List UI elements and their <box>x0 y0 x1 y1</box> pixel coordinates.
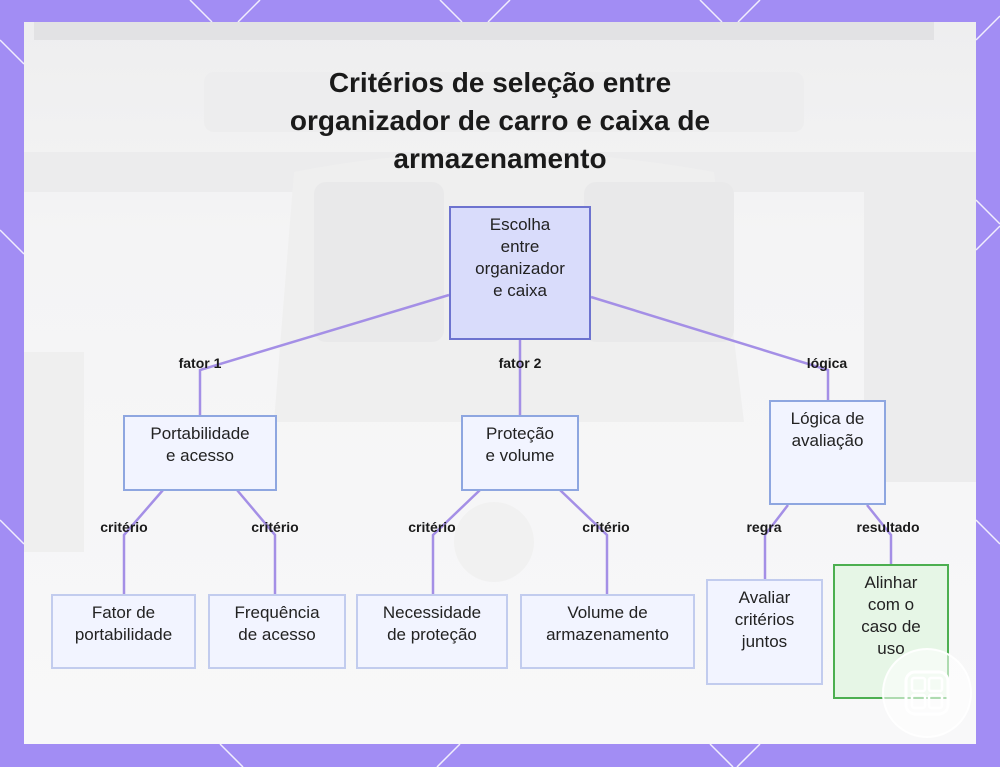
watermark-logo-icon <box>882 648 972 738</box>
node-text: Proteção <box>485 424 555 443</box>
node-storage-volume: Volume de armazenamento <box>520 594 695 669</box>
diagram-title: Critérios de seleção entre organizador d… <box>200 64 800 178</box>
node-text: Necessidade <box>382 603 482 622</box>
edge-portability-factor <box>122 489 164 594</box>
title-line: armazenamento <box>393 143 607 174</box>
node-text: armazenamento <box>546 625 669 644</box>
node-text: Volume de <box>567 603 648 622</box>
edge-root-logic <box>590 295 830 400</box>
node-text: uso <box>877 639 905 658</box>
node-text: e acesso <box>165 446 235 465</box>
edge-label-criterio: critério <box>251 519 299 535</box>
node-text: Lógica de <box>790 409 865 428</box>
title-line: Critérios de seleção entre <box>328 67 672 98</box>
edge-root-portability <box>198 293 450 415</box>
node-root-choice: Escolha entre organizador e caixa <box>449 206 591 340</box>
node-text: caso de <box>861 617 921 636</box>
edge-label-criterio: critério <box>408 519 456 535</box>
node-text: Portabilidade <box>150 424 250 443</box>
edge-label-resultado: resultado <box>856 519 920 535</box>
node-portability-access: Portabilidade e acesso <box>123 415 277 491</box>
node-text: avaliação <box>791 431 864 450</box>
node-text: portabilidade <box>74 625 173 644</box>
edge-label-logica: lógica <box>806 355 848 371</box>
node-text: organizador <box>475 259 565 278</box>
edge-label-regra: regra <box>746 519 782 535</box>
edge-logic-align <box>866 504 893 564</box>
node-text: Escolha <box>489 215 551 234</box>
node-text: e volume <box>485 446 555 465</box>
node-protection-need: Necessidade de proteção <box>356 594 508 669</box>
node-text: e caixa <box>493 281 547 300</box>
node-text: juntos <box>741 632 788 651</box>
edge-portability-frequency <box>236 489 277 594</box>
edge-label-fator2: fator 2 <box>498 355 542 371</box>
node-protection-volume: Proteção e volume <box>461 415 579 491</box>
node-evaluation-logic: Lógica de avaliação <box>769 400 886 505</box>
edge-protection-volume <box>559 489 609 594</box>
node-text: Avaliar <box>738 588 791 607</box>
node-text: com o <box>867 595 915 614</box>
node-text: Fator de <box>91 603 156 622</box>
edge-label-criterio: critério <box>100 519 148 535</box>
node-evaluate-together: Avaliar critérios juntos <box>706 579 823 685</box>
node-portability-factor: Fator de portabilidade <box>51 594 196 669</box>
node-text: de acesso <box>238 625 316 644</box>
edge-label-criterio: critério <box>582 519 630 535</box>
grid-logo-icon <box>904 670 950 716</box>
node-text: entre <box>500 237 540 256</box>
node-access-frequency: Frequência de acesso <box>208 594 346 669</box>
edge-label-fator1: fator 1 <box>178 355 222 371</box>
title-line: organizador de carro e caixa de <box>289 105 711 136</box>
edge-protection-need <box>431 489 481 594</box>
node-text: Alinhar <box>864 573 918 592</box>
node-text: critérios <box>734 610 795 629</box>
node-text: Frequência <box>234 603 320 622</box>
edge-logic-evaluate <box>763 504 789 579</box>
node-text: de proteção <box>387 625 477 644</box>
